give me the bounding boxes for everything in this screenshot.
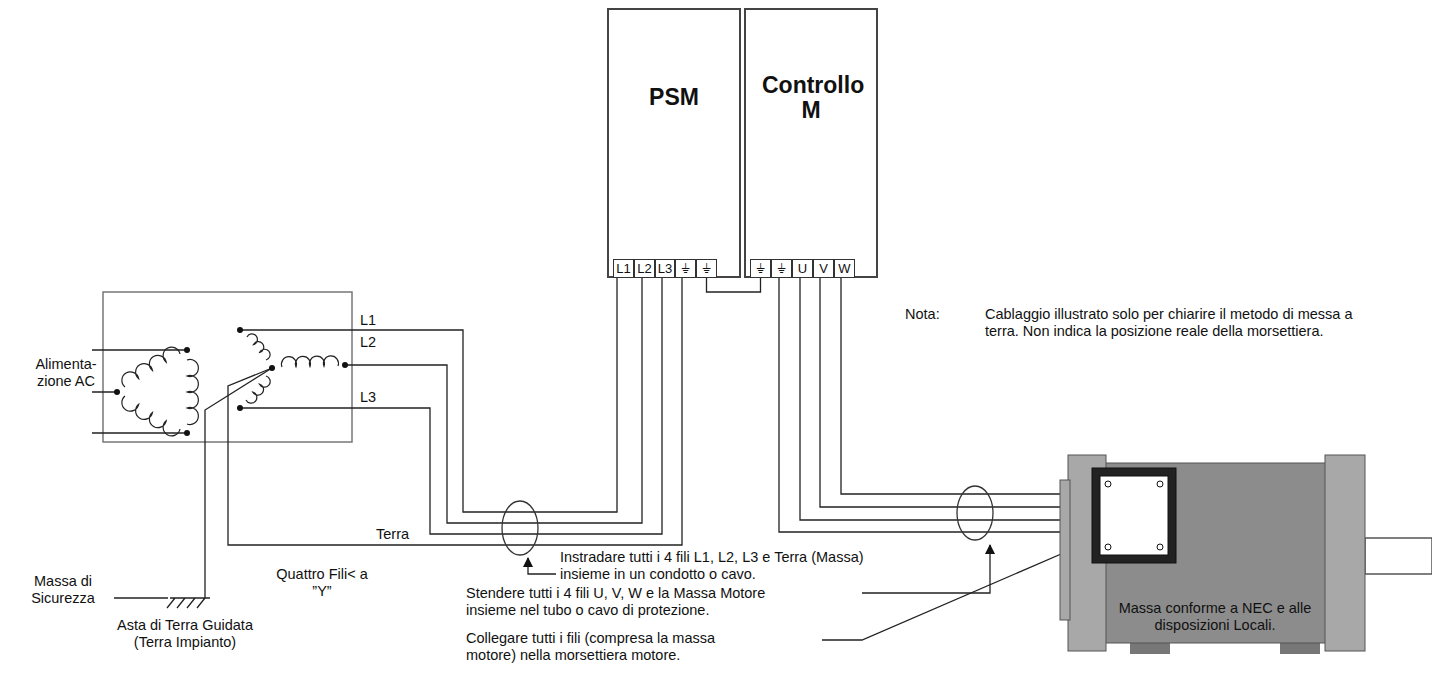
ground-link-wire xyxy=(707,278,761,292)
annotation-label: Nota: xyxy=(905,306,965,323)
terminal-label: W xyxy=(838,262,850,276)
terminal-cell: ⏚ xyxy=(675,259,696,278)
annotation-label: Stendere tutti i 4 fili U, V, W e la Mas… xyxy=(466,585,776,619)
terminal-cell: ⏚ xyxy=(696,259,717,278)
coil-winding xyxy=(246,376,270,403)
annotation-label: L1 xyxy=(360,312,390,329)
coil-winding xyxy=(281,356,338,367)
terminal-label: V xyxy=(819,262,828,276)
terminal-label: U xyxy=(798,262,807,276)
annotation-label: Massa conforme a NEC e alle disposizioni… xyxy=(1110,600,1320,634)
module-box: Controllo M ⏚ ⏚ UVW xyxy=(744,8,878,278)
wire-l1 xyxy=(240,276,617,512)
terminal-cell: W xyxy=(834,259,855,278)
terminal-label: ⏚ xyxy=(702,262,711,276)
terminal-label: L3 xyxy=(658,262,672,276)
cable-bundle xyxy=(502,501,538,555)
annotation-label: Alimenta- zione AC xyxy=(30,356,102,390)
coil-winding xyxy=(247,334,270,360)
cable-bundle xyxy=(957,486,993,540)
terminal-cell: L1 xyxy=(613,259,634,278)
annotation-label: Cablaggio illustrato solo per chiarire i… xyxy=(985,306,1375,340)
terminal-label: ⏚ xyxy=(681,262,690,276)
coil-winding xyxy=(122,396,180,436)
terminal-cell: L3 xyxy=(655,259,675,278)
annotation-label: Terra xyxy=(376,526,426,543)
wire-l2 xyxy=(345,276,642,523)
terminal-cell: ⏚ xyxy=(750,259,771,278)
module-title: PSM xyxy=(609,85,739,110)
annotation-label: Instradare tutti i 4 fili L1, L2, L3 e T… xyxy=(560,549,875,583)
terminal-label: L1 xyxy=(616,262,630,276)
annotation-label: Massa di Sicurezza xyxy=(8,573,118,607)
ground-symbol xyxy=(167,598,210,608)
coil-winding xyxy=(122,347,180,387)
annotation-label: Asta di Terra Guidata (Terra Impianto) xyxy=(100,617,270,651)
terminal-cell: V xyxy=(813,259,834,278)
leader-arrow xyxy=(528,558,556,574)
wire-earth xyxy=(228,276,682,545)
motor xyxy=(1060,455,1432,654)
terminal-cell: L2 xyxy=(634,259,655,278)
leader-arrow xyxy=(862,545,990,593)
terminal-label: ⏚ xyxy=(756,262,765,276)
wire-safety-ground xyxy=(205,368,272,598)
annotation-label: L2 xyxy=(360,334,390,351)
leader-line xyxy=(114,597,168,598)
wire-l3 xyxy=(240,276,662,534)
annotation-label: Quattro Fili< a ”Y” xyxy=(272,566,372,600)
coil-winding xyxy=(187,360,198,425)
module-title: Controllo M xyxy=(746,73,876,123)
terminal-cell: ⏚ xyxy=(771,259,792,278)
supply-line xyxy=(92,350,187,433)
module-box: PSM L1 L2 L3 ⏚ ⏚ xyxy=(607,8,741,278)
annotation-label: Collegare tutti i fili (compresa la mass… xyxy=(466,630,746,664)
terminal-label: ⏚ xyxy=(777,262,786,276)
terminal-label: L2 xyxy=(637,262,651,276)
annotation-label: L3 xyxy=(360,389,390,406)
terminal-cell: U xyxy=(792,259,813,278)
